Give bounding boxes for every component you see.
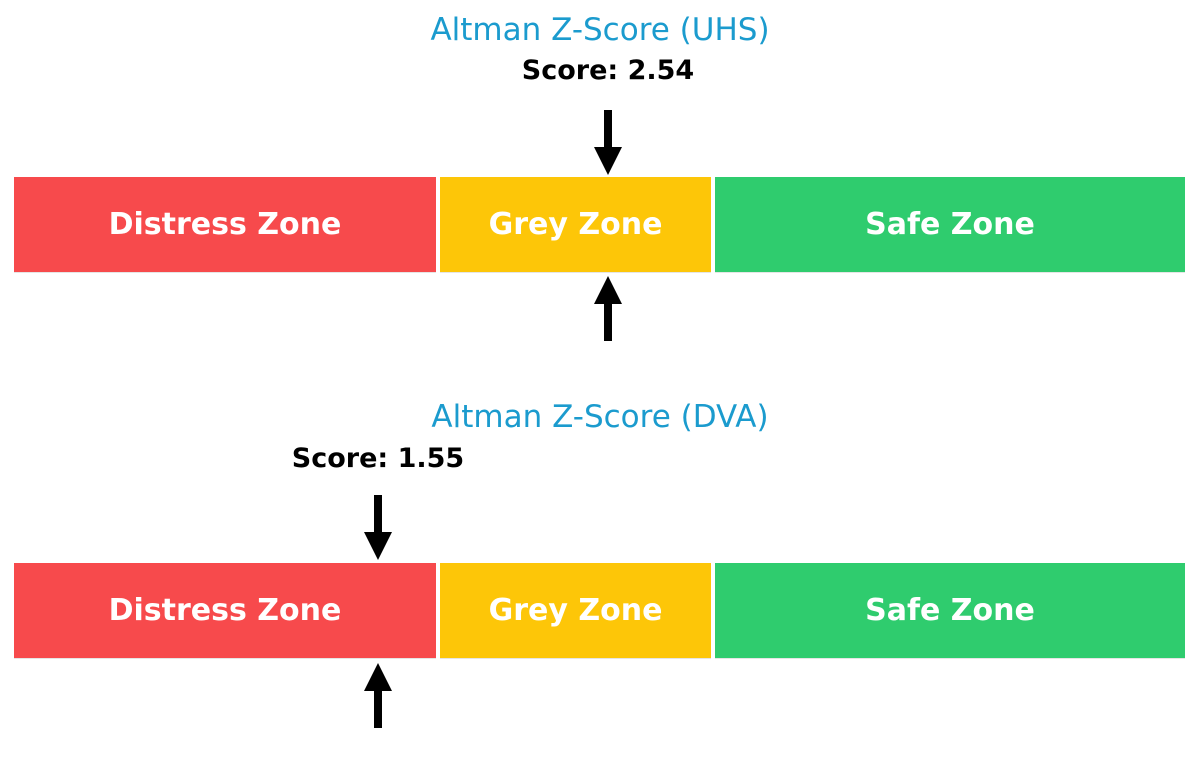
zone-bar-uhs: Distress Zone Grey Zone Safe Zone [0,177,1200,272]
grey-zone-label: Grey Zone [488,593,663,628]
distress-zone-segment: Distress Zone [14,177,436,272]
zone-bar-dva: Distress Zone Grey Zone Safe Zone [0,563,1200,658]
arrow-down-icon [364,495,392,560]
distress-zone-label: Distress Zone [108,593,342,628]
distress-zone-segment: Distress Zone [14,563,436,658]
safe-zone-segment: Safe Zone [715,177,1185,272]
grey-zone-segment: Grey Zone [440,563,711,658]
arrow-down-icon [594,110,622,175]
score-value-uhs: Score: 2.54 [521,55,695,86]
safe-zone-label: Safe Zone [865,593,1035,628]
grey-zone-label: Grey Zone [488,207,663,242]
arrow-up-icon [594,276,622,341]
safe-zone-label: Safe Zone [865,207,1035,242]
safe-zone-segment: Safe Zone [715,563,1185,658]
distress-zone-label: Distress Zone [108,207,342,242]
chart-title-uhs: Altman Z-Score (UHS) [430,12,770,48]
score-value-dva: Score: 1.55 [291,443,465,474]
arrow-up-icon [364,663,392,728]
grey-zone-segment: Grey Zone [440,177,711,272]
chart-title-dva: Altman Z-Score (DVA) [431,399,769,435]
